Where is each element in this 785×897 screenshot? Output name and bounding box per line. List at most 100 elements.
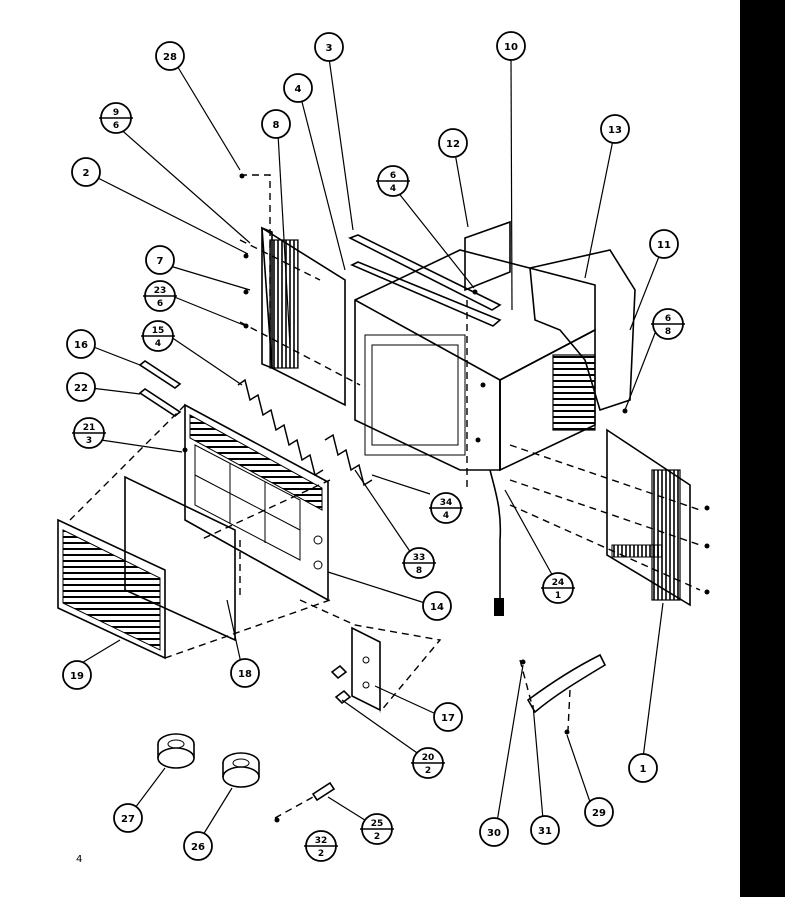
svg-text:8: 8 (665, 327, 671, 337)
callout-11: 11 (649, 229, 679, 259)
callout-7: 7 (145, 245, 175, 275)
svg-text:25: 25 (371, 819, 384, 829)
fraction-callout-33-8: 338 (402, 547, 436, 579)
svg-text:12: 12 (446, 139, 460, 150)
callout-8: 8 (261, 109, 291, 139)
svg-text:6: 6 (157, 299, 163, 309)
plug (494, 598, 504, 616)
mounting-bracket (330, 626, 381, 712)
svg-text:4: 4 (390, 184, 396, 194)
fraction-callout-24-1: 241 (541, 572, 575, 604)
tape-roll-27 (157, 733, 195, 769)
scan-border-strip (740, 0, 785, 897)
fraction-callout-21-3: 213 (72, 417, 106, 449)
fraction-callout-20-2: 202 (411, 747, 445, 779)
svg-text:26: 26 (191, 842, 205, 853)
power-cord (489, 469, 502, 600)
svg-text:2: 2 (318, 849, 324, 859)
svg-text:9: 9 (113, 108, 119, 118)
svg-text:13: 13 (608, 125, 622, 136)
svg-text:18: 18 (238, 669, 252, 680)
screws (182, 173, 710, 823)
callout-22: 22 (66, 372, 96, 402)
page-number: 4 (76, 854, 82, 865)
top-rail-4 (350, 261, 502, 327)
fraction-callout-34-4: 344 (429, 492, 463, 524)
top-rail-3 (348, 234, 502, 311)
svg-text:21: 21 (83, 423, 96, 433)
pin-25 (311, 781, 336, 802)
svg-text:6: 6 (113, 121, 119, 131)
svg-text:2: 2 (425, 766, 431, 776)
svg-text:10: 10 (504, 42, 518, 53)
svg-text:20: 20 (422, 753, 435, 763)
front-frame (184, 403, 329, 602)
svg-text:3: 3 (86, 436, 92, 446)
svg-text:1: 1 (555, 591, 561, 601)
svg-text:33: 33 (413, 553, 426, 563)
svg-text:31: 31 (538, 826, 552, 837)
callout-3: 3 (314, 32, 344, 62)
bar-16 (138, 360, 182, 389)
parts-artwork (57, 220, 691, 802)
callout-30: 30 (479, 817, 509, 847)
support-strap (526, 653, 607, 714)
svg-text:16: 16 (74, 340, 88, 351)
callout-14: 14 (422, 591, 452, 621)
fraction-callout-25-2: 252 (360, 813, 394, 845)
fraction-callout-32-2: 322 (304, 830, 338, 862)
callout-29: 29 (584, 797, 614, 827)
right-side-panel (606, 428, 691, 607)
svg-text:19: 19 (70, 671, 84, 682)
fraction-callout-15-4: 154 (141, 320, 175, 352)
top-insulation (529, 249, 636, 412)
callout-19: 19 (62, 660, 92, 690)
svg-text:15: 15 (152, 326, 165, 336)
callout-28: 28 (155, 41, 185, 71)
callout-27: 27 (113, 803, 143, 833)
callout-18: 18 (230, 658, 260, 688)
condenser-coil (552, 354, 596, 431)
bar-22 (138, 388, 182, 417)
callout-12: 12 (438, 128, 468, 158)
assembly-lines (69, 174, 701, 819)
svg-text:4: 4 (443, 511, 449, 521)
svg-text:14: 14 (430, 602, 444, 613)
svg-text:8: 8 (416, 566, 422, 576)
svg-text:3: 3 (326, 43, 333, 54)
svg-text:8: 8 (273, 120, 280, 131)
callout-31: 31 (530, 815, 560, 845)
svg-text:7: 7 (157, 256, 164, 267)
tape-roll-26 (222, 752, 260, 788)
fraction-callout-6-4: 64 (376, 165, 410, 197)
svg-text:4: 4 (295, 84, 302, 95)
callout-2: 2 (71, 157, 101, 187)
callout-26: 26 (183, 831, 213, 861)
svg-text:34: 34 (440, 498, 453, 508)
leader-lines (79, 57, 664, 836)
callout-17: 17 (433, 702, 463, 732)
svg-text:6: 6 (665, 314, 671, 324)
front-grille (57, 518, 166, 660)
callout-16: 16 (66, 329, 96, 359)
svg-text:4: 4 (155, 339, 161, 349)
fraction-callout-23-6: 236 (143, 280, 177, 312)
left-side-panel (261, 226, 346, 407)
svg-text:17: 17 (441, 713, 455, 724)
callout-1: 1 (628, 753, 658, 783)
svg-text:1: 1 (640, 764, 647, 775)
callout-4: 4 (283, 73, 313, 103)
air-filter (124, 475, 236, 642)
svg-text:27: 27 (121, 814, 135, 825)
fraction-callout-6-8: 68 (651, 308, 685, 340)
fraction-callout-9-6: 96 (99, 102, 133, 134)
svg-text:30: 30 (487, 828, 501, 839)
callout-13: 13 (600, 114, 630, 144)
svg-text:24: 24 (552, 578, 565, 588)
svg-text:22: 22 (74, 383, 88, 394)
callout-10: 10 (496, 31, 526, 61)
svg-text:11: 11 (657, 240, 671, 251)
svg-text:28: 28 (163, 52, 177, 63)
svg-text:23: 23 (154, 286, 167, 296)
svg-text:2: 2 (83, 168, 90, 179)
